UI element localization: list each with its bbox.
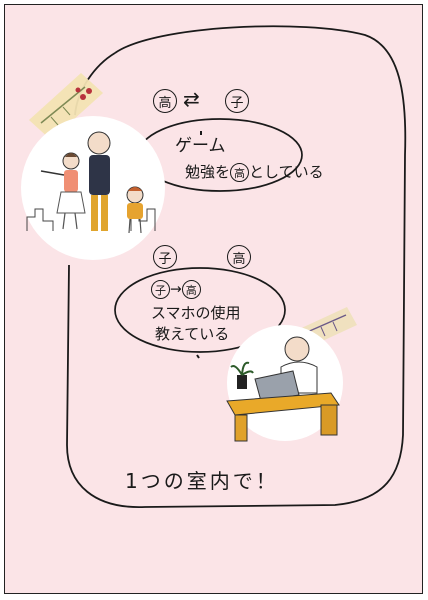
middle-right-char-circle: 高 bbox=[227, 245, 251, 269]
middle-line-char-b: 高 bbox=[181, 280, 201, 299]
middle-line-arrow: → bbox=[170, 281, 182, 298]
top-line-game: ゲーム bbox=[175, 136, 226, 156]
top-line-study: 勉強を高としている bbox=[185, 161, 324, 182]
paper-sheet: 高 ⇄ 子 ゲーム 勉強を高としている 子 高 子→高 スマホの使用 教えている… bbox=[4, 4, 423, 594]
study-suffix: としている bbox=[249, 163, 324, 181]
middle-left-char-circle: 子 bbox=[153, 245, 177, 269]
middle-line-teach-direction: 子→高 bbox=[151, 280, 201, 299]
family-illustration bbox=[21, 116, 165, 260]
top-right-char-circle: 子 bbox=[225, 89, 249, 113]
footer-caption: 1つの室内で！ bbox=[125, 469, 279, 493]
washi-tape-top-left bbox=[29, 73, 103, 140]
middle-line-smartphone: スマホの使用 bbox=[151, 304, 241, 322]
middle-line-teaching: 教えている bbox=[155, 325, 230, 343]
middle-speech-oval bbox=[114, 267, 286, 353]
grandfather-desk-illustration bbox=[226, 325, 343, 442]
middle-line-char-a: 子 bbox=[151, 280, 170, 299]
top-exchange-arrow: ⇄ bbox=[183, 87, 200, 111]
study-char-circle: 高 bbox=[230, 163, 250, 182]
study-text: 勉強を bbox=[185, 163, 231, 181]
top-left-char-circle: 高 bbox=[153, 89, 177, 113]
